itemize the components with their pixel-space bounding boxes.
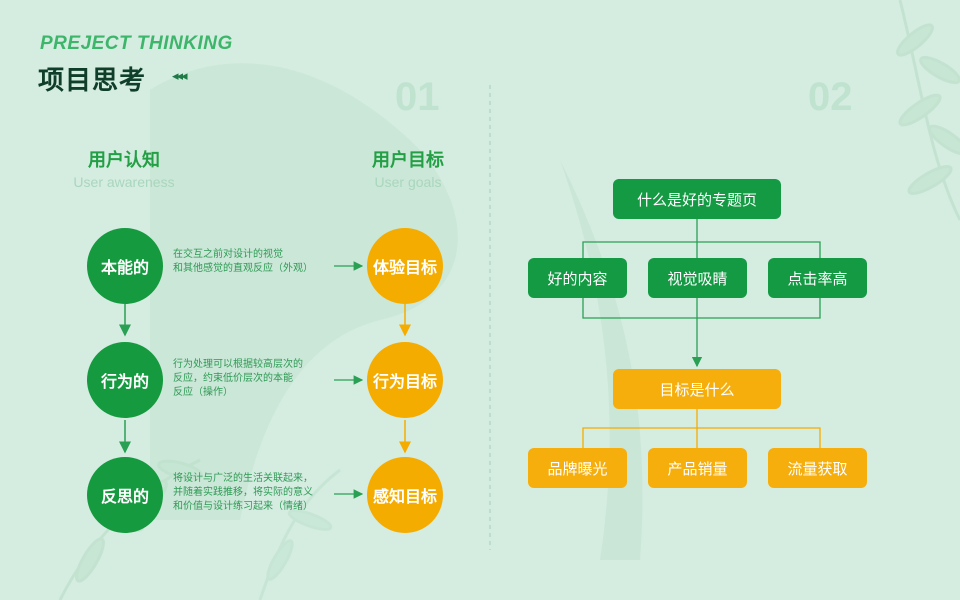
desc-line: 在交互之前对设计的视觉 [173, 249, 283, 260]
desc-line: 并随着实践推移，将实际的意义 [173, 487, 313, 498]
header-title-cn: 项目思考 [38, 66, 147, 96]
desc-line: 和其他感觉的直观反应（外观） [173, 263, 313, 274]
tree-item-traffic: 流量获取 [768, 448, 867, 488]
header-title-en: PREJECT THINKING [40, 33, 233, 54]
desc-line: 将设计与广泛的生活关联起来， [173, 473, 313, 484]
section-number-02: 02 [808, 75, 853, 119]
goal-behavior: 行为目标 [367, 342, 443, 418]
cognition-reflective: 反思的 [87, 457, 163, 533]
header-arrows-icon: ◂◂◂ [172, 69, 188, 84]
goal-experience: 体验目标 [367, 228, 443, 304]
leaf-decoration-bottomright [258, 468, 341, 600]
col-title-awareness: 用户认知 [88, 150, 160, 171]
tree-item-content: 好的内容 [528, 258, 627, 298]
tree-line-top-bracket [582, 241, 821, 258]
tree-item-sales: 产品销量 [648, 448, 747, 488]
desc-reflective: 将设计与广泛的生活关联起来， 并随着实践推移，将实际的意义 和价值与设计练习起来… [173, 472, 343, 514]
col-subtitle-awareness: User awareness [73, 174, 175, 190]
tree-line-mid-bracket [582, 427, 821, 448]
cognition-behavioral: 行为的 [87, 342, 163, 418]
desc-line: 和价值与设计练习起来（情绪） [173, 501, 313, 512]
desc-line: 行为处理可以根据较高层次的 [173, 359, 303, 370]
tree-item-ctr: 点击率高 [768, 258, 867, 298]
background-blob [150, 63, 458, 520]
cognition-visceral: 本能的 [87, 228, 163, 304]
tree-top-box: 什么是好的专题页 [613, 179, 781, 219]
tree-line-bottom-bracket [582, 298, 821, 319]
col-title-goals: 用户目标 [372, 150, 444, 171]
desc-behavioral: 行为处理可以根据较高层次的 反应，约束低价层次的本能 反应（操作） [173, 358, 343, 400]
desc-visceral: 在交互之前对设计的视觉 和其他感觉的直观反应（外观） [173, 248, 343, 276]
desc-line: 反应（操作） [173, 387, 233, 398]
tree-item-brand: 品牌曝光 [528, 448, 627, 488]
section-number-01: 01 [395, 75, 440, 119]
goal-perception: 感知目标 [367, 457, 443, 533]
tree-mid-box: 目标是什么 [613, 369, 781, 409]
leaf-decoration-topright [896, 0, 960, 221]
desc-line: 反应，约束低价层次的本能 [173, 373, 293, 384]
tree-item-visual: 视觉吸睛 [648, 258, 747, 298]
col-subtitle-goals: User goals [374, 174, 442, 190]
